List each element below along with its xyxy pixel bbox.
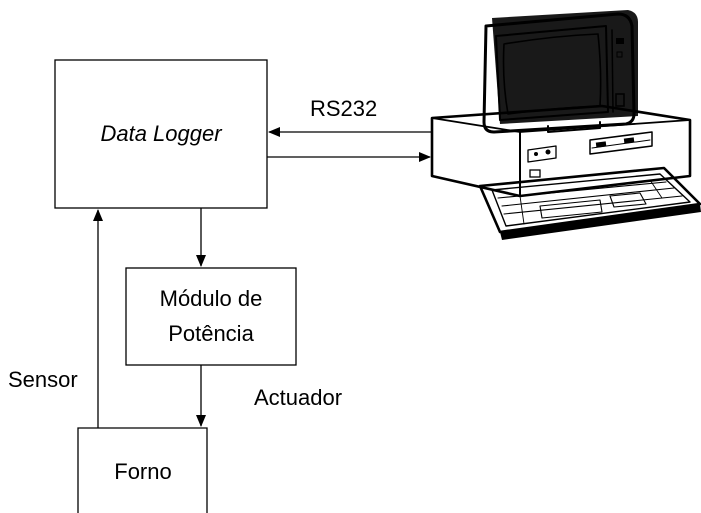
rs232-label: RS232 (310, 96, 377, 121)
data-logger-label: Data Logger (100, 121, 223, 146)
furnace-block: Forno (77, 427, 208, 513)
furnace-label: Forno (114, 459, 171, 484)
power-module-label-line2: Potência (168, 321, 254, 346)
desktop-computer-icon (430, 10, 701, 240)
actuator-label: Actuador (254, 385, 342, 410)
power-module-block: Módulo de Potência (125, 267, 297, 366)
sensor-label: Sensor (8, 367, 78, 392)
power-module-label-line1: Módulo de (160, 286, 263, 311)
data-logger-block: Data Logger (54, 59, 268, 209)
